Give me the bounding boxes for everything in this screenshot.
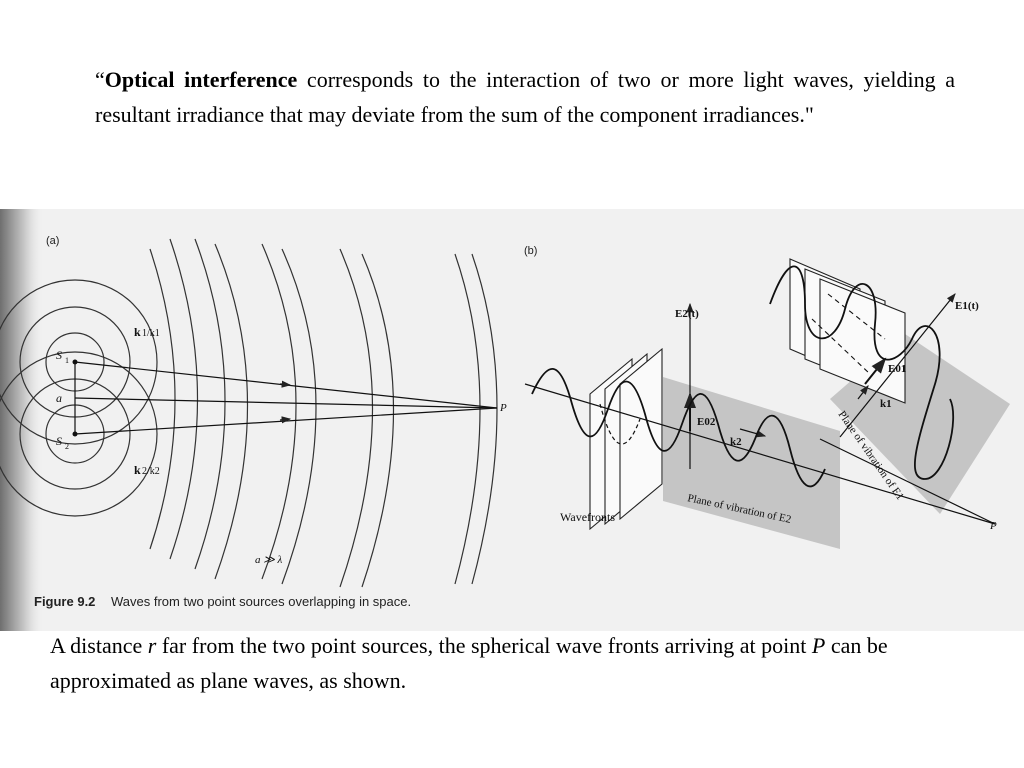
explanation-paragraph: A distance r far from the two point sour… — [50, 628, 980, 698]
point-p-label-b: P — [989, 520, 997, 532]
caption-r: r — [147, 633, 157, 658]
e02-label: E02 — [697, 416, 716, 428]
e1t-label: E1(t) — [955, 300, 979, 312]
s2-subscript: 2 — [65, 442, 69, 451]
source-s1-dot — [72, 359, 78, 365]
definition-quote: “Optical interference corresponds to the… — [95, 62, 955, 132]
k1-label: k — [134, 325, 141, 339]
e1-wave — [769, 265, 954, 480]
panel-b-label: (b) — [524, 245, 537, 257]
figure-9-2-diagram: (a) S 1 S 2 a k 1/k1 k 2/k2 P a ≫ λ — [0, 209, 1010, 631]
figure-scan: (a) S 1 S 2 a k 1/k1 k 2/k2 P a ≫ λ — [0, 209, 1024, 631]
panel-b — [524, 258, 1010, 549]
quote-open-mark: “ — [95, 67, 105, 92]
s2-label: S — [56, 434, 62, 448]
separation-a-label: a — [56, 391, 62, 405]
wavefronts-label: Wavefronts — [560, 510, 615, 524]
figure-caption: Waves from two point sources overlapping… — [111, 594, 411, 609]
quote-body: corresponds to the interaction of two or… — [95, 67, 955, 127]
panel-a — [0, 238, 498, 588]
panel-a-label: (a) — [46, 235, 59, 247]
e2t-label: E2(t) — [675, 308, 699, 320]
s1-subscript: 1 — [65, 356, 69, 365]
plane-of-vibration-e2 — [663, 377, 840, 549]
k2-vector-label: k2 — [730, 436, 742, 448]
caption-part-2: far from the two point sources, the sphe… — [156, 633, 812, 658]
source-s2-dot — [72, 431, 78, 437]
figure-number: Figure 9.2 — [34, 594, 95, 609]
k2-ratio: 2/k2 — [142, 466, 160, 477]
quote-term: Optical interference — [104, 67, 298, 92]
caption-part-1: A distance — [50, 633, 148, 658]
point-p-label-a: P — [499, 402, 507, 414]
k2-label: k — [134, 463, 141, 477]
s1-label: S — [56, 348, 62, 362]
caption-p: P — [811, 633, 826, 658]
caption-part-3: can be approximated as plane waves, as s… — [50, 633, 888, 693]
k1-vector-label: k1 — [880, 398, 892, 410]
e01-label: E01 — [888, 363, 906, 375]
condition-label: a ≫ λ — [255, 554, 283, 566]
e2-wave — [531, 368, 826, 488]
k1-ratio: 1/k1 — [142, 328, 160, 339]
